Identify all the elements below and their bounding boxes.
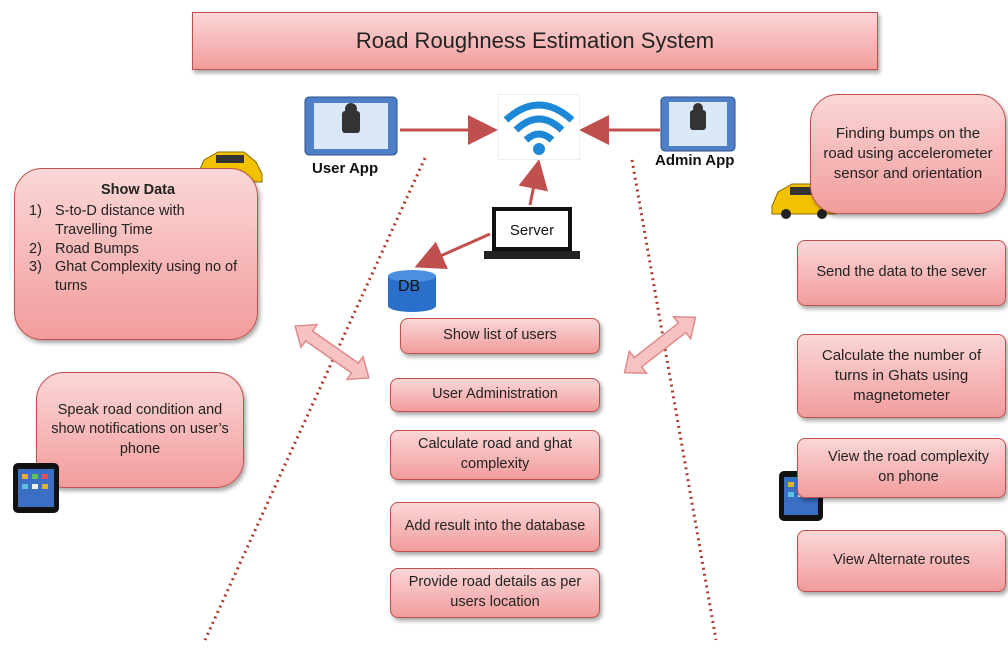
admin-app-android-phone-icon bbox=[660, 96, 736, 152]
right-double-arrow-icon bbox=[623, 315, 697, 375]
server-to-db-arrow bbox=[414, 232, 491, 269]
center-step-box: Calculate road and ghat complexity bbox=[390, 430, 600, 480]
show-data-list: 1)S-to-D distance with Travelling Time 2… bbox=[29, 202, 247, 296]
show-data-box: Show Data 1)S-to-D distance with Travell… bbox=[14, 168, 258, 340]
list-item: 3)Ghat Complexity using no of turns bbox=[29, 259, 238, 295]
right-step-box: Send the data to the sever bbox=[797, 240, 1006, 306]
db-label: DB bbox=[398, 278, 421, 295]
wifi-icon bbox=[498, 94, 580, 160]
left-double-arrow-icon bbox=[294, 323, 370, 381]
user-app-android-phone-icon bbox=[304, 96, 398, 156]
right-dotted-line bbox=[630, 159, 718, 641]
right-step-box: Calculate the number of turns in Ghats u… bbox=[797, 334, 1006, 418]
user-app-label: User App bbox=[312, 160, 379, 177]
center-step-box: User Administration bbox=[390, 378, 600, 412]
center-step-box: Show list of users bbox=[400, 318, 600, 354]
database-icon bbox=[388, 270, 436, 312]
tablet-icon bbox=[13, 463, 59, 513]
server-label: Server bbox=[509, 222, 555, 239]
right-step-box: View Alternate routes bbox=[797, 530, 1006, 592]
left-dotted-line bbox=[203, 157, 427, 641]
speak-notify-box: Speak road condition and show notificati… bbox=[36, 372, 244, 488]
right-step-box: View the road complexity on phone bbox=[797, 438, 1006, 498]
center-step-box: Add result into the database bbox=[390, 502, 600, 552]
diagram-title: Road Roughness Estimation System bbox=[192, 12, 878, 70]
show-data-heading: Show Data bbox=[100, 182, 176, 198]
server-to-wifi-arrow bbox=[518, 159, 549, 206]
list-item: 1)S-to-D distance with Travelling Time bbox=[29, 202, 185, 238]
laptop-icon bbox=[484, 207, 580, 259]
admin-app-label: Admin App bbox=[655, 152, 735, 169]
list-item: 2)Road Bumps bbox=[29, 240, 139, 257]
right-step-box: Finding bumps on the road using accelero… bbox=[810, 94, 1006, 214]
center-step-box: Provide road details as per users locati… bbox=[390, 568, 600, 618]
